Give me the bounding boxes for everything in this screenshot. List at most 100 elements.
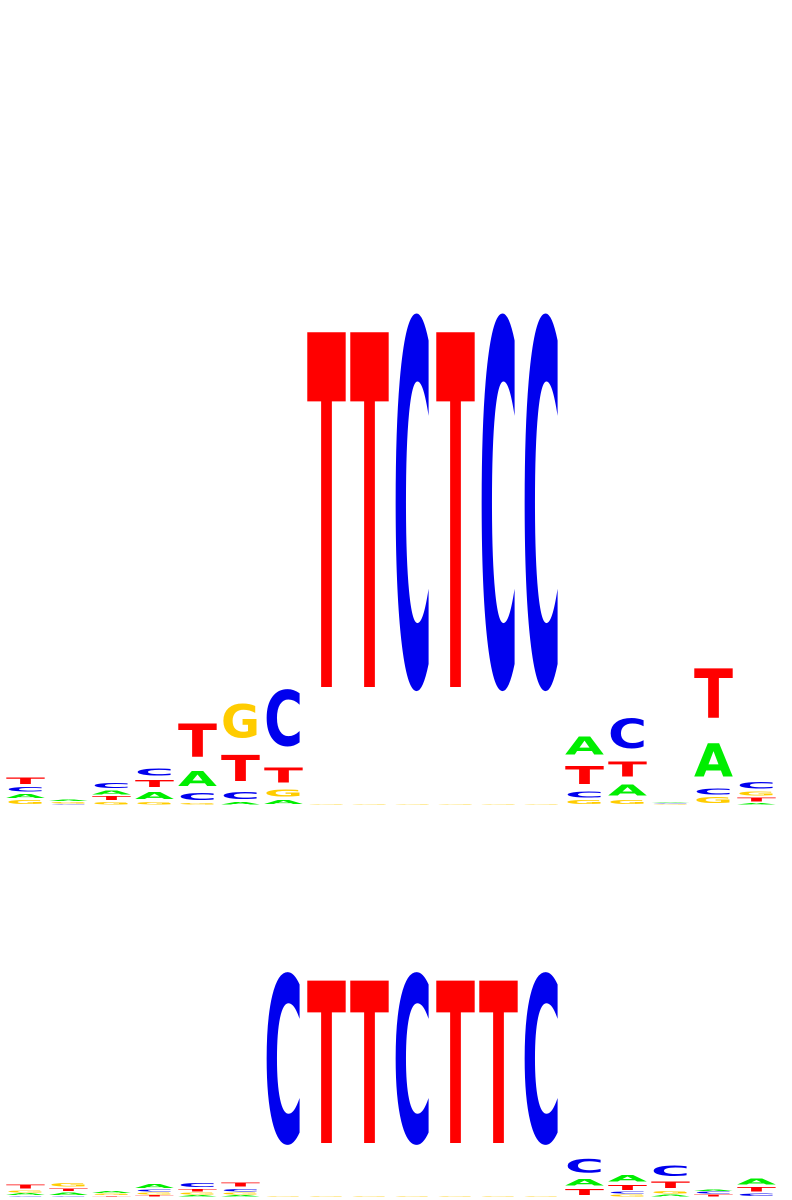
logo-letter-A: A [92, 790, 131, 796]
logo-letter-A: A [651, 801, 691, 802]
logo-letter-C: C [694, 787, 733, 796]
logo-letter-T: T [178, 715, 217, 768]
logo-letter-C: C [608, 711, 647, 758]
logo-letter-A: A [264, 799, 303, 805]
logo-letter-T: T [49, 1188, 89, 1192]
logo-letter-G: G [221, 1192, 260, 1195]
logo-letter-G: G [6, 799, 45, 805]
logo-letter-G: G [178, 803, 217, 805]
logo-letter-T: T [694, 655, 733, 734]
logo-letter-T: T [565, 1188, 604, 1197]
logo-letter-C: C [608, 1192, 647, 1195]
logo-letter-G: G [436, 1196, 475, 1197]
logo-letter-A: A [221, 1195, 261, 1197]
logo-letter-A: A [178, 1195, 218, 1197]
logo-letter-G: G [737, 791, 776, 797]
logo-letter-T: T [307, 938, 346, 1197]
logo-letter-G: G [522, 1196, 561, 1197]
logo-letter-G: G [608, 1194, 647, 1197]
logo-letter-A: A [694, 736, 733, 788]
logo-letter-C: C [49, 804, 88, 805]
logo-letter-C: C [178, 791, 217, 803]
logo-letter-C: C [264, 931, 303, 1197]
logo-letter-T: T [608, 758, 647, 782]
logo-letter-C: C [221, 1188, 260, 1192]
logo-letter-G: G [135, 1192, 174, 1195]
logo-letter-C: C [522, 931, 561, 1197]
logo-letter-A: A [565, 1177, 604, 1188]
logo-letter-A: A [135, 1184, 174, 1190]
logo-letter-C: C [651, 803, 690, 804]
logo-letter-A: A [737, 1177, 776, 1186]
logo-letter-G: G [49, 1182, 88, 1187]
logo-letter-C: C [135, 766, 174, 778]
logo-letter-T: T [264, 764, 303, 788]
logo-letter-C: C [6, 1196, 45, 1197]
logo-letter-G: G [393, 1196, 432, 1197]
logo-letter-G: G [92, 801, 131, 805]
logo-letter-T: T [694, 1194, 734, 1197]
logo-letter-T: T [135, 778, 174, 790]
logo-letter-T: T [350, 938, 389, 1197]
logo-letter-A: A [221, 802, 261, 805]
logo-letter-G: G [393, 804, 432, 805]
logo-letter-C: C [92, 781, 131, 789]
logo-letter-A: A [6, 1193, 46, 1196]
logo-letter-T: T [436, 235, 475, 802]
logo-letter-T: T [307, 235, 346, 802]
logo-letter-T: T [221, 1182, 260, 1188]
logo-letter-G: G [49, 801, 88, 803]
logo-letter-C: C [522, 220, 561, 802]
logo-letter-A: A [565, 732, 604, 761]
logo-letter-G: G [565, 799, 604, 805]
logo-letter-C: C [737, 1193, 776, 1197]
logo-letter-G: G [6, 1190, 45, 1193]
logo-letter-C: C [178, 1182, 217, 1188]
logo-letter-T: T [565, 761, 604, 790]
logo-letter-G: G [178, 1192, 217, 1195]
logo-letter-G: G [307, 804, 346, 805]
logo-letter-G: G [608, 799, 647, 805]
logo-letter-G: G [264, 788, 303, 800]
logo-letter-A: A [92, 1191, 132, 1194]
logo-letter-G: G [436, 804, 475, 805]
logo-letter-G: G [651, 804, 690, 805]
logo-letter-G: G [350, 1196, 389, 1197]
logo-letter-G: G [694, 796, 733, 805]
logo-letter-A: A [694, 1189, 734, 1191]
logo-letter-G: G [221, 695, 260, 748]
logo-letter-A: A [608, 781, 647, 799]
logo-letter-G: G [135, 801, 174, 805]
logo-letter-C: C [221, 790, 260, 802]
logo-letter-A: A [651, 1194, 691, 1197]
logo-letter-C: C [6, 786, 45, 793]
logo-letter-C: C [565, 790, 604, 799]
logo-letter-G: G [350, 804, 389, 805]
logo-letter-T: T [6, 1184, 45, 1190]
logo-letter-G: G [307, 1196, 346, 1197]
logo-letter-T: T [737, 797, 776, 803]
logo-letter-A: A [178, 768, 217, 792]
logo-letter-C: C [393, 220, 432, 802]
logo-letter-T: T [135, 1195, 175, 1197]
logo-letter-T: T [436, 938, 475, 1197]
logo-letter-C: C [565, 1156, 604, 1177]
logo-letter-G: G [651, 1190, 690, 1194]
logo-letter-C: C [135, 1189, 174, 1192]
logo-letter-C: C [737, 780, 776, 790]
logo-letter-T: T [178, 1188, 218, 1192]
logo-letter-A: A [737, 803, 777, 805]
logo-letter-G: G [92, 1194, 131, 1196]
logo-letter-T: T [6, 776, 45, 787]
logo-letter-C: C [479, 220, 518, 802]
logo-letter-A: A [49, 799, 89, 801]
logo-letter-A: A [6, 793, 45, 799]
logo-letter-C: C [393, 931, 432, 1197]
logo-letter-C: C [264, 676, 303, 764]
logo-letter-T: T [92, 796, 131, 802]
logo-letter-T: T [350, 235, 389, 802]
logo-letter-A: A [135, 790, 174, 802]
